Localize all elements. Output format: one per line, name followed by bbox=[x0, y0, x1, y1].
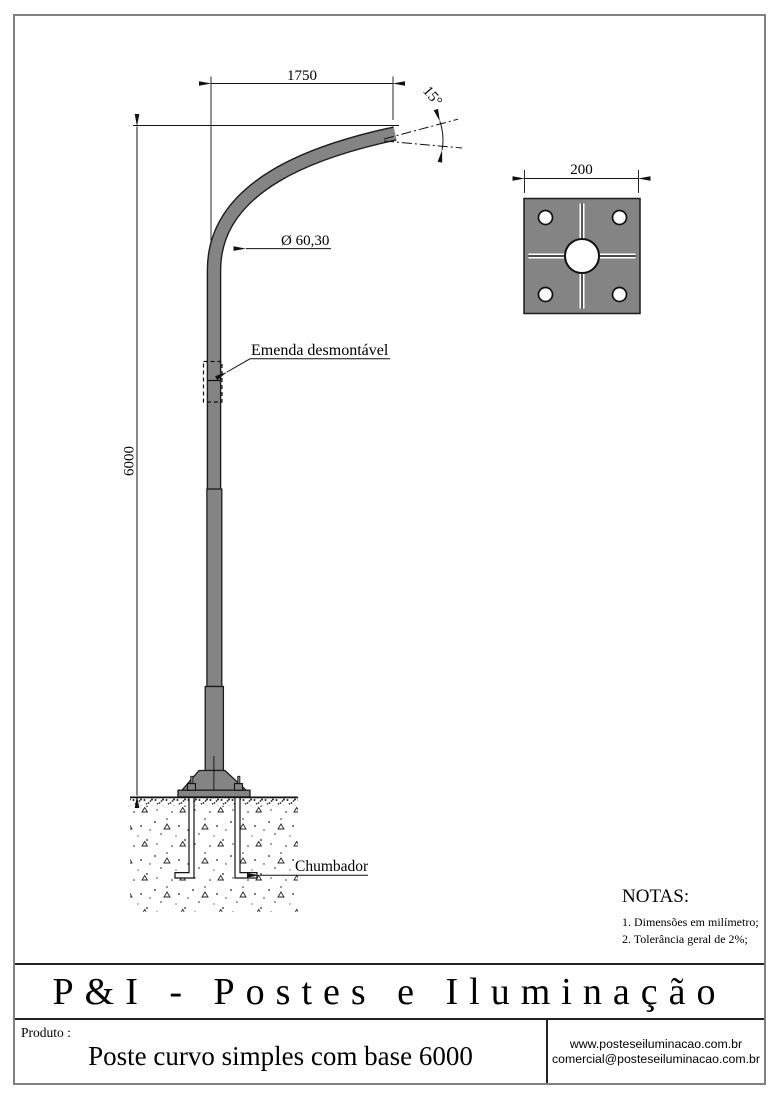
plate-bolt-hole bbox=[537, 209, 554, 226]
sheet-border bbox=[13, 14, 766, 1085]
plate-bolt-hole bbox=[611, 286, 628, 303]
plate-bolt-hole bbox=[537, 286, 554, 303]
anchor-nut-right bbox=[233, 783, 244, 791]
product-name: Poste curvo simples com base 6000 bbox=[88, 1041, 473, 1071]
base-plate bbox=[177, 789, 251, 798]
anchor-label: Chumbador bbox=[295, 858, 369, 875]
note-item-1: 1. Dimensões em milímetro; bbox=[622, 915, 759, 929]
contact-email: comercial@posteseiluminacao.com.br bbox=[552, 1051, 760, 1066]
joint-detail-box bbox=[202, 360, 223, 403]
technical-drawing: 1750 6000 15° Ø 60,30 bbox=[122, 68, 651, 912]
product-row: Produto : Poste curvo simples com base 6… bbox=[15, 1020, 764, 1083]
base-plate-plan-view: 200 bbox=[512, 162, 651, 315]
notes-title: NOTAS: bbox=[622, 886, 690, 907]
title-block-divider bbox=[546, 1020, 548, 1083]
base-assembly bbox=[177, 756, 251, 798]
anchor-bolt-left bbox=[174, 796, 195, 879]
plate-width-value: 200 bbox=[570, 162, 593, 178]
notes-section: NOTAS: 1. Dimensões em milímetro; 2. Tol… bbox=[622, 886, 780, 948]
joint-label: Emenda desmontável bbox=[251, 342, 389, 359]
height-value: 6000 bbox=[122, 446, 138, 476]
diameter-callout: Ø 60,30 bbox=[233, 233, 331, 251]
plate-bolt-hole bbox=[611, 209, 628, 226]
curved-pole bbox=[204, 126, 397, 772]
joint-callout: Emenda desmontável bbox=[202, 342, 390, 403]
ground bbox=[130, 796, 298, 912]
anchor-bolt-right bbox=[234, 796, 258, 879]
arm-reach-value: 1750 bbox=[287, 68, 317, 84]
anchor-bolts bbox=[174, 796, 258, 879]
contact-cell: www.posteseiluminacao.com.br comercial@p… bbox=[548, 1020, 764, 1083]
arm-reach-dimension: 1750 bbox=[199, 68, 405, 265]
website-url: www.posteseiluminacao.com.br bbox=[569, 1036, 743, 1051]
note-item-2: 2. Tolerância geral de 2%; bbox=[622, 932, 748, 946]
soil-body bbox=[130, 805, 298, 912]
pole-middle-segment bbox=[206, 488, 223, 688]
diameter-value: Ø 60,30 bbox=[281, 233, 329, 249]
anchor-nut-left bbox=[186, 783, 197, 791]
soil-surface-band bbox=[130, 798, 298, 806]
height-dimension: 6000 bbox=[122, 114, 140, 808]
anchor-callout: Chumbador bbox=[247, 858, 369, 878]
plate-center-hole bbox=[564, 238, 600, 274]
company-title: P&I - Postes e Iluminação bbox=[15, 963, 764, 1020]
product-label: Produto : bbox=[21, 1025, 71, 1040]
tip-angle-value: 15° bbox=[419, 83, 445, 109]
